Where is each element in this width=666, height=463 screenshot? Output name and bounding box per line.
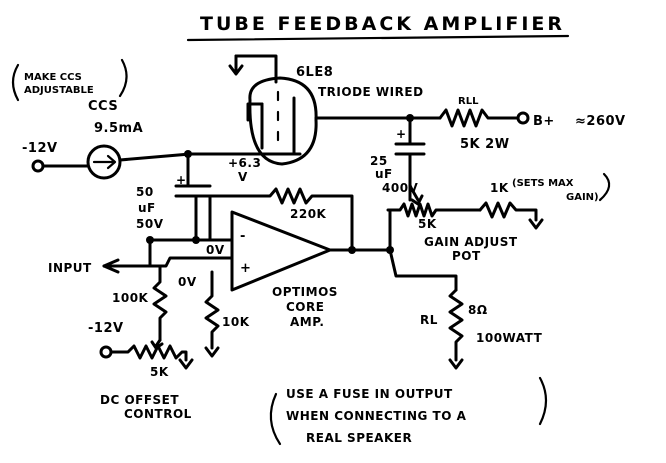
fuse-note-3: REAL SPEAKER (306, 431, 412, 445)
resistor-10k (204, 270, 220, 358)
cap-left (174, 152, 212, 242)
load-value: 8Ω (468, 303, 488, 317)
rl-top-resistor (438, 108, 520, 128)
feedback-resistor (208, 187, 354, 252)
opamp-minus: - (240, 229, 246, 244)
ccs-label: CCS (88, 99, 118, 114)
tube-name: 6LE8 (296, 65, 333, 80)
wire-plus-input (148, 256, 234, 268)
offset-pot-wiper (150, 338, 164, 350)
supply-bplus: B+ (533, 114, 555, 129)
ccs-note-line1: MAKE CCS (24, 72, 82, 83)
wire-output-to-load (388, 208, 458, 292)
r-100k-value: 100K (112, 291, 149, 305)
resistor-100k (152, 264, 168, 342)
feedback-value: 220K (290, 207, 327, 221)
cap-left-plus: + (176, 173, 187, 187)
zero-volt-label-2: 0V (178, 275, 197, 289)
ccs-note-paren-left (11, 63, 20, 102)
title-underline (186, 34, 570, 42)
rl-top-value: 5K 2W (460, 137, 510, 152)
opamp-label-2: CORE (286, 300, 324, 314)
fuse-note-paren-right (538, 376, 548, 426)
tube-grid-lead (234, 54, 278, 84)
load-power: 100WATT (476, 331, 543, 345)
ccs-arrow-icon (92, 154, 117, 170)
fuse-note-1: USE A FUSE IN OUTPUT (286, 387, 453, 401)
gain-pot-label-1: GAIN ADJUST (424, 235, 518, 249)
supply-bplus-value: ≈260V (575, 114, 626, 129)
load-resistor (448, 288, 464, 370)
ccs-current: 9.5mA (94, 121, 143, 136)
offset-label-1: DC OFFSET (100, 393, 179, 407)
node-minus (192, 236, 200, 244)
cap-left-unit: uF (138, 201, 156, 215)
max-gain-note-2: GAIN) (566, 192, 599, 203)
ccs-symbol (86, 144, 122, 180)
max-gain-note-1: (SETS MAX (512, 178, 574, 189)
opamp-label-3: AMP. (290, 315, 324, 329)
r-10k-value: 10K (222, 315, 250, 329)
diagram-title: TUBE FEEDBACK AMPLIFIER (200, 13, 565, 35)
ccs-note-line2: ADJUSTABLE (24, 85, 94, 96)
gain-pot-wiper (408, 184, 424, 206)
cap-right-voltage: 400V (382, 181, 419, 195)
gain-pot-label-2: POT (452, 249, 481, 263)
grid-ground-icon (228, 54, 244, 76)
rl-top-name: RLL (458, 96, 479, 107)
cap-right-plus: + (396, 127, 407, 141)
node-output-fb (348, 246, 356, 254)
cap-right (394, 116, 426, 202)
terminal-bplus (516, 111, 530, 125)
supply-neg-left-label: -12V (22, 141, 58, 156)
tube-envelope (248, 76, 318, 166)
fuse-note-2: WHEN CONNECTING TO A (286, 409, 467, 423)
load-name: RL (420, 313, 438, 327)
gain-pot (386, 202, 462, 218)
ccs-note-paren-right (118, 58, 128, 98)
cap-right-value: 25 (370, 154, 388, 168)
supply-neg-bottom-label: -12V (88, 321, 124, 336)
cap-left-value: 50 (136, 185, 154, 199)
max-gain-value: 1K (490, 181, 509, 195)
offset-label-2: CONTROL (124, 407, 192, 421)
node-voltage-unit: V (238, 170, 248, 184)
tube-note: TRIODE WIRED (318, 85, 424, 99)
opamp-body (230, 210, 332, 292)
node-voltage-value: +6.3 (228, 156, 261, 170)
zero-volt-label-1: 0V (206, 243, 225, 257)
input-label: INPUT (48, 261, 92, 275)
offset-pot-value: 5K (150, 365, 169, 379)
cap-right-unit: uF (375, 167, 393, 181)
opamp-label-1: OPTIMOS (272, 285, 338, 299)
gain-pot-value: 5K (418, 217, 437, 231)
cap-left-voltage: 50V (136, 217, 164, 231)
fuse-note-paren-left (269, 392, 282, 446)
tube-cathode-lead (246, 102, 264, 122)
max-gain-resistor (478, 201, 544, 230)
opamp-plus: + (240, 261, 251, 276)
wire-ccs-to-cathode (118, 152, 302, 162)
max-gain-note-paren (598, 172, 611, 202)
